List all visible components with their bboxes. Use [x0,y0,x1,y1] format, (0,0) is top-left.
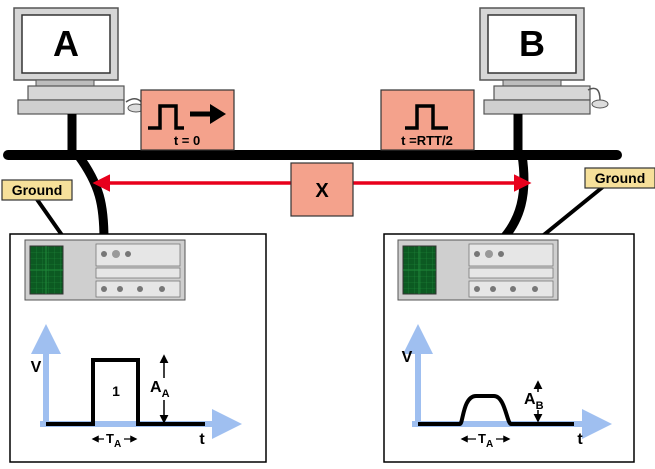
panel-left: V t 1 AA TA [9,233,267,463]
width-label-left: TA [106,431,121,450]
pulse-value-label: 1 [112,383,120,399]
pulse-box-start: t = 0 [140,89,235,151]
ground-right-label: Ground [595,170,646,186]
y-axis-label-left: V [31,359,42,376]
pulse-waveform-left [46,358,205,426]
ground-left: Ground [1,179,73,201]
panel-right: V t AB TA [383,233,635,463]
computer-b: B [479,7,609,115]
distance-arrow: X [92,162,532,217]
computer-b-label: B [519,23,545,64]
width-label-right: TA [478,431,493,450]
pulse-waveform-right [418,394,574,426]
oscilloscope-right [397,239,559,301]
ground-left-label: Ground [12,182,63,198]
y-axis-label-right: V [402,349,413,366]
x-axis-label-right: t [577,431,583,448]
waveform-plot-left: V t 1 AA TA [31,324,242,450]
ground-right: Ground [584,167,655,189]
amplitude-label-left: AA [150,379,170,400]
network-cable [3,114,622,244]
computer-a-label: A [53,23,79,64]
waveform-plot-right: V t AB TA [402,324,612,450]
pulse-box-mid: t =RTT/2 [380,89,475,151]
pulse-mid-label: t =RTT/2 [401,133,453,148]
x-axis-label-left: t [199,431,205,448]
pulse-start-label: t = 0 [174,133,200,148]
distance-label: X [315,180,329,202]
computer-a: A [13,7,145,115]
oscilloscope-left [24,239,186,301]
amplitude-label-right: AB [524,391,544,412]
